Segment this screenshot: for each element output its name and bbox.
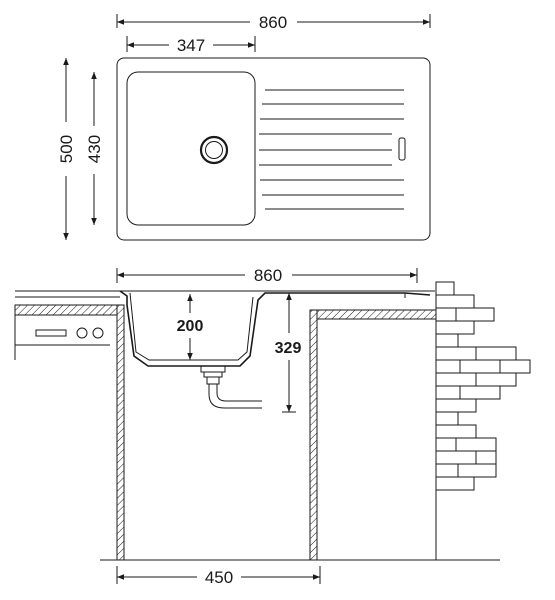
appliance-panel xyxy=(35,327,104,339)
drain-trap xyxy=(200,365,262,409)
drainer-grooves xyxy=(259,89,404,210)
section-view: 860 xyxy=(14,266,531,587)
cabinet xyxy=(100,304,500,561)
drain-icon xyxy=(199,135,229,165)
dim-top-width: 860 xyxy=(116,13,431,32)
dim-cabinet-width: 450 xyxy=(116,566,321,587)
dim-total-depth-label: 500 xyxy=(57,135,76,163)
dim-install-depth-label: 329 xyxy=(275,340,302,357)
dim-section-width: 860 xyxy=(116,266,418,285)
sink-outline xyxy=(116,57,431,241)
dim-bowl-height: 200 xyxy=(177,294,204,360)
dim-section-width-label: 860 xyxy=(254,266,282,285)
sink-section xyxy=(119,290,431,367)
knob-icon xyxy=(76,327,88,339)
overflow-slot xyxy=(398,137,406,161)
top-view: 860 347 500 430 xyxy=(57,13,431,241)
dim-bowl-depth: 430 xyxy=(85,72,104,225)
dim-bowl-width: 347 xyxy=(126,36,256,55)
dim-bowl-width-label: 347 xyxy=(177,36,205,55)
dim-cabinet-width-label: 450 xyxy=(205,568,233,587)
dim-install-depth: 329 xyxy=(275,292,302,413)
dim-total-depth: 500 xyxy=(57,58,76,240)
dim-top-width-label: 860 xyxy=(259,13,287,32)
brick-wall xyxy=(435,281,531,560)
dim-bowl-height-label: 200 xyxy=(177,318,204,335)
countertop xyxy=(14,290,437,360)
bowl-outline xyxy=(126,71,256,226)
knob-icon xyxy=(92,327,104,339)
dim-bowl-depth-label: 430 xyxy=(85,135,104,163)
